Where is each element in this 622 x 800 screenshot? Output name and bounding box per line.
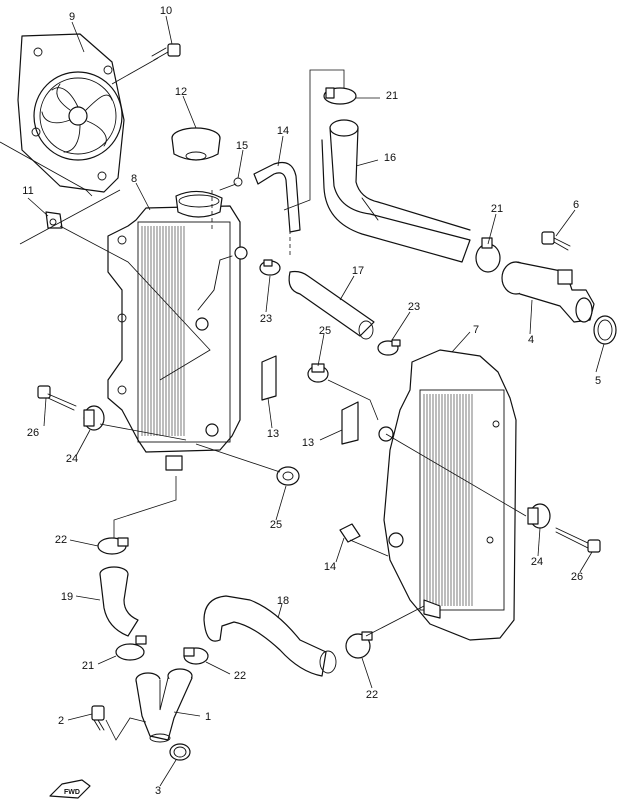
grommet-24-left <box>83 405 105 431</box>
callout-9: 9 <box>69 11 75 23</box>
callout-6: 6 <box>573 199 579 211</box>
clamp-21-top <box>323 87 357 105</box>
callout-26-left: 26 <box>27 427 39 439</box>
bolt-26-left <box>37 385 77 411</box>
callout-5: 5 <box>595 375 601 387</box>
callout-16: 15 <box>236 140 248 152</box>
clamp-16 <box>219 177 243 191</box>
callout-22-left: 22 <box>55 534 67 546</box>
callout-1: 1 <box>205 711 211 723</box>
callout-12: 12 <box>175 86 187 98</box>
pipe-housing-4 <box>501 261 595 323</box>
callout-25-top: 25 <box>319 325 331 337</box>
fan-assembly <box>17 33 125 193</box>
callout-21-bottom: 21 <box>82 660 94 672</box>
hose-19 <box>203 595 337 677</box>
callout-24-left: 24 <box>66 453 78 465</box>
assembly-lines <box>0 57 527 741</box>
callout-10: 10 <box>160 5 172 17</box>
callout-2: 2 <box>58 715 64 727</box>
y-pipe-1 <box>135 668 193 743</box>
clip-11 <box>45 211 63 229</box>
guard-13-left <box>261 355 277 401</box>
callout-numbers: 9 10 12 11 8 15 14 21 16 21 6 17 23 23 7… <box>22 5 601 797</box>
hose-15 <box>253 161 301 233</box>
callout-24-right: 24 <box>531 556 543 568</box>
radiator-cap-12 <box>171 127 221 161</box>
callout-22-right: 22 <box>366 689 378 701</box>
hose-18 <box>288 270 375 340</box>
callout-20: 19 <box>61 591 73 603</box>
callout-22-middle: 22 <box>234 670 246 682</box>
clamp-21-bottom <box>115 635 147 661</box>
collar-25-bottom <box>276 466 300 486</box>
clamp-22-middle <box>183 647 209 665</box>
callout-13-left: 13 <box>267 428 279 440</box>
collar-25-top <box>307 363 329 383</box>
callout-23-left: 23 <box>260 313 272 325</box>
callout-14: 14 <box>324 561 336 573</box>
callout-21-right: 21 <box>491 203 503 215</box>
callout-23-right: 23 <box>408 301 420 313</box>
radiator-right-8 <box>107 190 248 471</box>
radiator-left-7 <box>378 349 517 641</box>
callout-7: 7 <box>473 324 479 336</box>
part-14 <box>339 523 361 543</box>
callout-leaders <box>27 15 605 787</box>
clamp-23-right <box>377 339 401 356</box>
callout-21-top: 21 <box>386 90 398 102</box>
callout-15: 14 <box>277 125 289 137</box>
bolt-6 <box>541 231 571 251</box>
bolt-26-right <box>555 527 601 553</box>
callout-26-right: 26 <box>571 571 583 583</box>
forward-arrow-icon: FWD <box>49 779 91 799</box>
clamp-22-left <box>97 537 129 555</box>
guard-13-right <box>341 401 359 445</box>
clamp-22-right <box>345 631 373 659</box>
bolt-2 <box>91 705 105 731</box>
bolt-10 <box>151 43 181 61</box>
clamp-23-left <box>259 259 281 276</box>
callout-13-right: 13 <box>302 437 314 449</box>
callout-8: 8 <box>131 173 137 185</box>
callout-25-bottom: 25 <box>270 519 282 531</box>
hose-20 <box>99 566 139 637</box>
o-ring-3 <box>169 743 191 761</box>
callout-19: 18 <box>277 595 289 607</box>
callout-4: 4 <box>528 334 534 346</box>
callout-17: 16 <box>384 152 396 164</box>
callout-3: 3 <box>155 785 161 797</box>
callout-18: 17 <box>352 265 364 277</box>
callout-11: 11 <box>22 185 33 197</box>
o-ring-5 <box>593 315 617 345</box>
fwd-label: FWD <box>64 789 80 796</box>
grommet-24-right <box>527 503 551 529</box>
hose-17 <box>321 119 471 263</box>
